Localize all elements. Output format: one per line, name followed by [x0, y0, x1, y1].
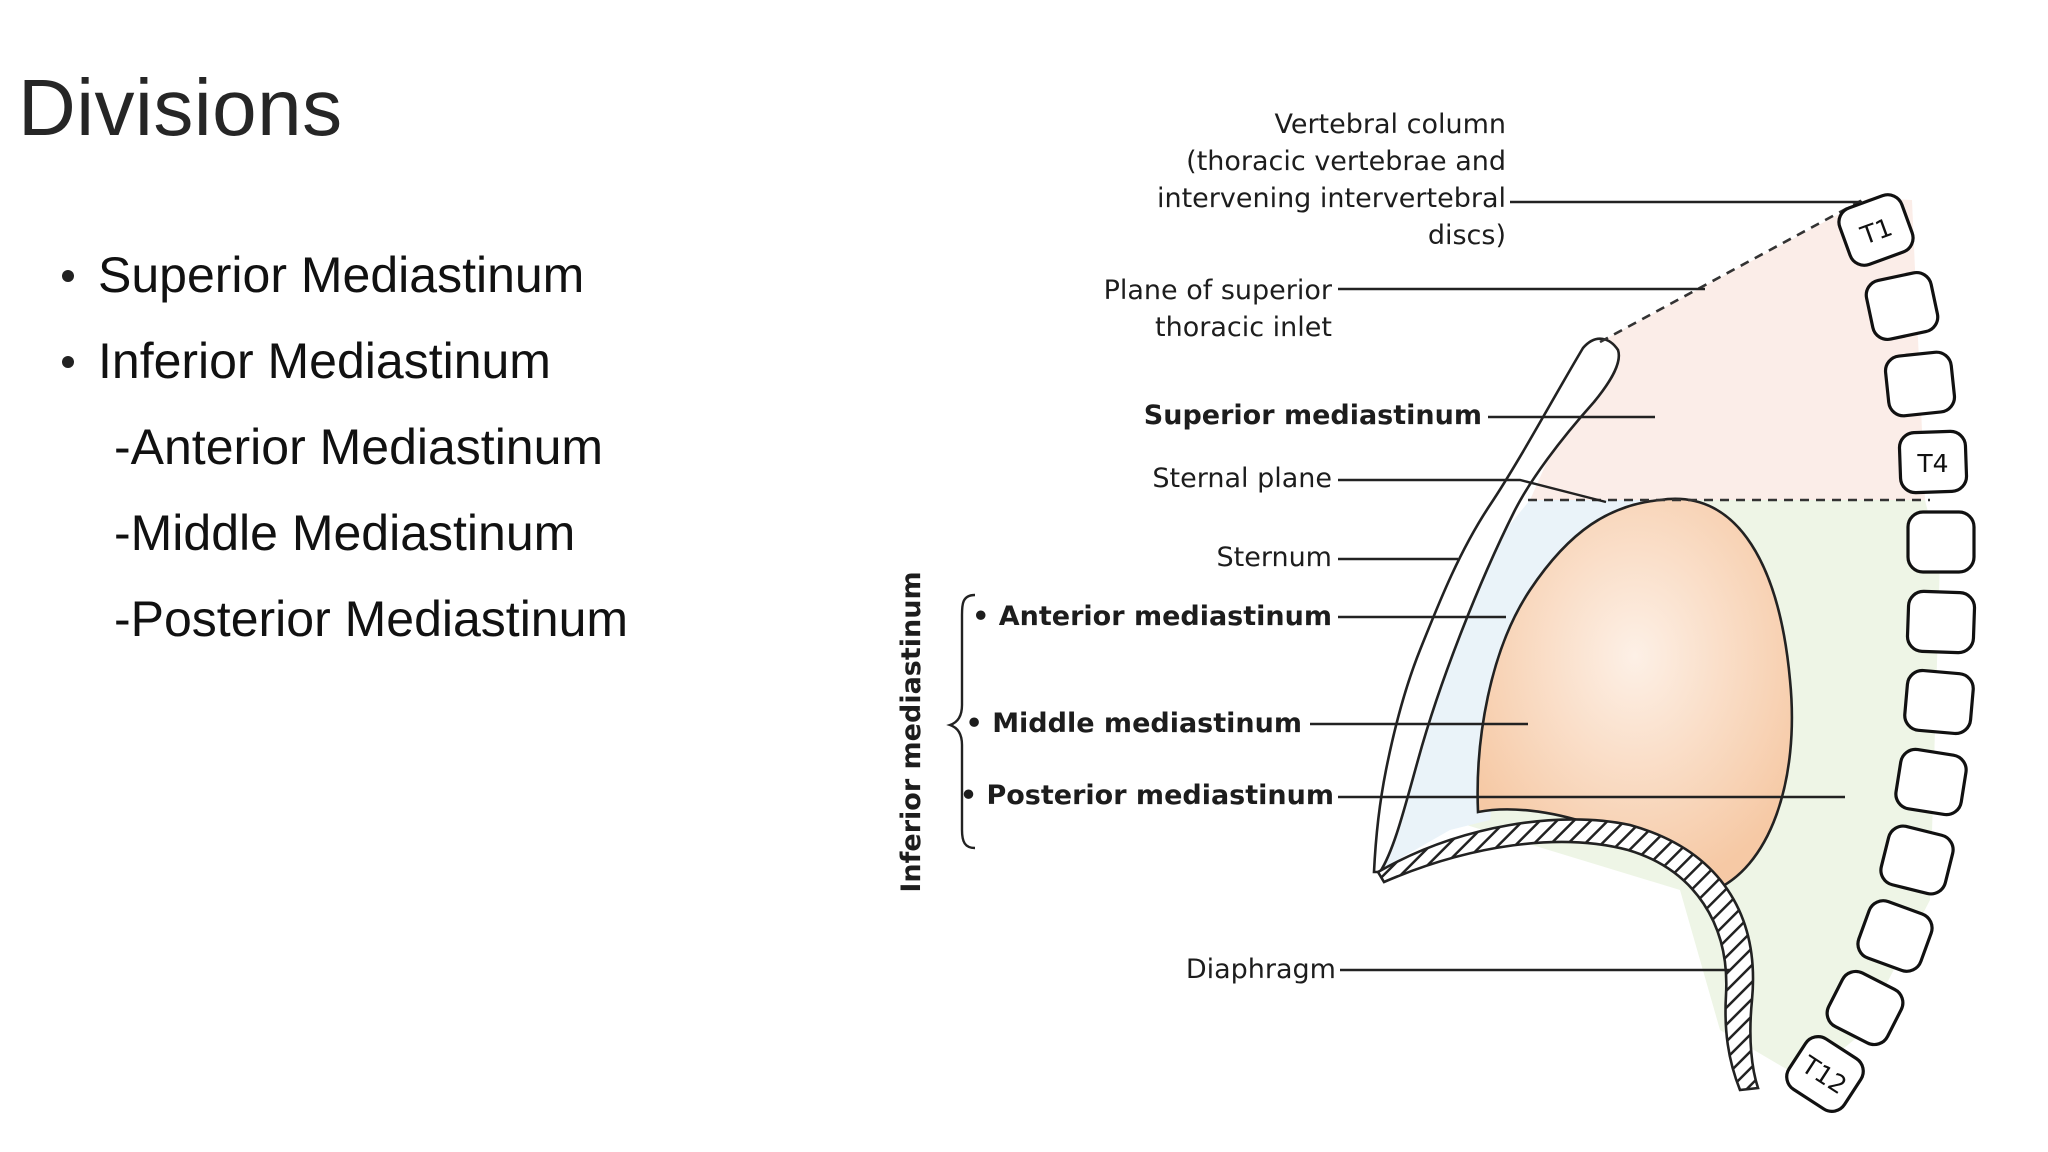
label-middle: • Middle mediastinum [966, 708, 1302, 739]
leader-lines [946, 200, 1862, 972]
subbullet-posterior: -Posterior Mediastinum [114, 591, 629, 647]
vertebra-t12 [1785, 1035, 1865, 1113]
vertebra-t1 [1837, 193, 1915, 267]
vertebral-column: T1 T4 T12 [1785, 193, 1977, 1113]
superior-region [1530, 198, 1925, 500]
vertebra-t4 [1897, 429, 1969, 495]
label-vertebral-4: discs) [1428, 220, 1506, 251]
label-vertebral-2: (thoracic vertebrae and [1186, 146, 1506, 177]
label-superior: Superior mediastinum [1144, 400, 1482, 431]
label-diaphragm: Diaphragm [1186, 954, 1336, 985]
label-posterior: • Posterior mediastinum [960, 780, 1334, 811]
bullet-superior: Superior Mediastinum [56, 232, 628, 318]
label-plane-1: Plane of superior [1104, 275, 1333, 306]
label-sternal-plane: Sternal plane [1152, 463, 1332, 494]
vertebra-t4-label: T4 [1916, 449, 1948, 478]
bullet-list: Superior Mediastinum Inferior Mediastinu… [56, 232, 628, 662]
label-sternum: Sternum [1217, 542, 1333, 573]
inferior-bracket [946, 593, 976, 850]
sternum-shape [1372, 337, 1621, 874]
label-vertebral-1: Vertebral column [1274, 109, 1506, 140]
label-vertebral-3: intervening intervertebral [1157, 183, 1506, 214]
subbullet-middle: -Middle Mediastinum [114, 505, 576, 561]
slide-title: Divisions [18, 63, 343, 152]
label-anterior: • Anterior mediastinum [972, 601, 1332, 632]
label-inferior-group: Inferior mediastinum [896, 571, 927, 892]
label-plane-2: thoracic inlet [1155, 312, 1332, 343]
anterior-region [1380, 500, 1660, 870]
thoracic-inlet-plane [1599, 196, 1867, 344]
bullet-inferior: Inferior Mediastinum [56, 318, 628, 404]
diaphragm-shape [1376, 818, 1760, 1092]
subbullet-anterior: -Anterior Mediastinum [114, 419, 604, 475]
